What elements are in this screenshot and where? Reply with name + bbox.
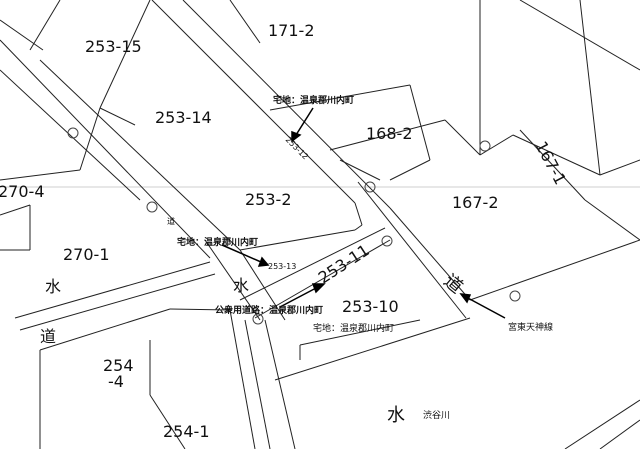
parcel-label: 254-1 <box>163 422 210 441</box>
parcel-label: 253-12 <box>284 135 310 161</box>
survey-point <box>381 235 393 247</box>
survey-point <box>479 140 491 152</box>
parcel-label: -4 <box>108 372 124 391</box>
survey-point <box>252 313 264 325</box>
parcel-label: 167-1 <box>531 138 570 188</box>
road-label: 道 <box>167 216 175 226</box>
survey-markers <box>67 127 521 325</box>
land-use-annotation: 宅地：温泉郡川内町 <box>313 322 394 334</box>
leader-arrows <box>221 107 506 319</box>
water-label: 水 <box>45 277 61 296</box>
survey-point <box>509 290 521 302</box>
parcel-label: 253-14 <box>155 108 212 127</box>
survey-point <box>364 181 376 193</box>
road-label: 道 <box>40 327 56 346</box>
route-label: 宮東天神線 <box>508 321 553 333</box>
parcel-label: 167-2 <box>452 193 499 212</box>
land-use-annotation: 宅地：温泉郡川内町 <box>177 236 258 248</box>
parcel-label: 270-1 <box>63 245 110 264</box>
parcel-label: 253-2 <box>245 190 292 209</box>
land-use-annotation: 宅地：温泉郡川内町 <box>273 94 354 106</box>
river-label: 渋谷川 <box>423 409 450 421</box>
land-use-annotation: 公衆用道路：温泉郡川内町 <box>215 304 323 316</box>
water-label: 水 <box>387 405 405 426</box>
parcel-label: 270-4 <box>0 182 45 201</box>
parcel-label: 253-15 <box>85 37 142 56</box>
parcel-label: 171-2 <box>268 21 315 40</box>
water-label: 水 <box>233 276 249 295</box>
parcel-label: 253-11 <box>315 241 373 288</box>
parcel-label: 254 <box>103 356 134 375</box>
parcel-label: 253-10 <box>342 297 399 316</box>
survey-point <box>146 201 158 213</box>
parcel-label: 168-2 <box>366 124 413 143</box>
survey-point <box>67 127 79 139</box>
parcel-label: 253-13 <box>268 262 296 271</box>
